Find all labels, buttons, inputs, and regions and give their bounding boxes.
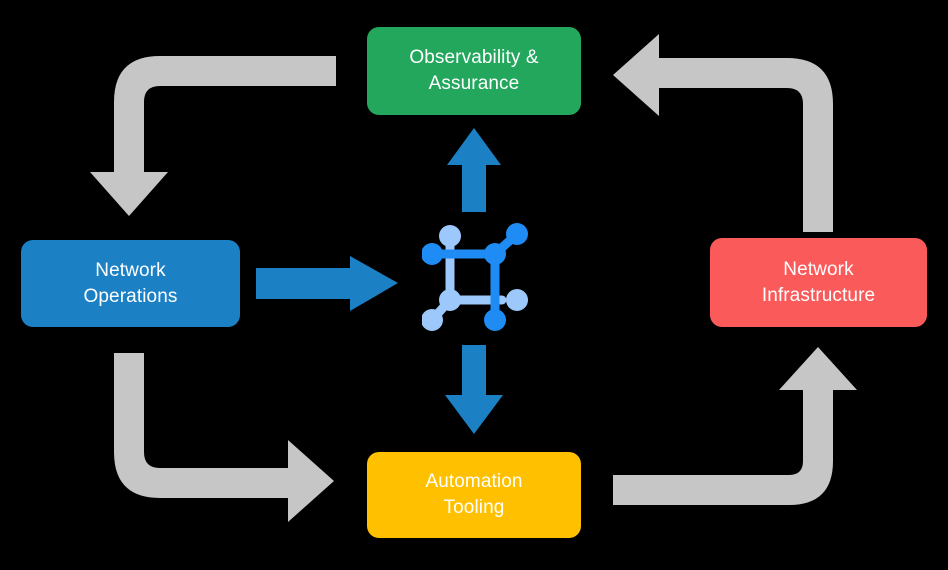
arrow-observability-to-operations (90, 56, 336, 216)
network-icon-dark-nodes (422, 223, 528, 331)
arrow-automation-to-infrastructure (613, 347, 857, 505)
node-network-operations[interactable]: Network Operations (21, 240, 240, 327)
node-network-infrastructure[interactable]: Network Infrastructure (710, 238, 927, 327)
node-label: Network Operations (83, 259, 178, 307)
arrow-center-to-automation (445, 345, 503, 434)
arrow-operations-to-center (256, 256, 398, 311)
node-label: Observability & Assurance (409, 47, 539, 94)
network-icon-light-nodes (422, 225, 528, 331)
arrow-center-to-observability (447, 128, 501, 212)
node-observability-assurance[interactable]: Observability & Assurance (367, 27, 581, 115)
node-label: Automation Tooling (425, 471, 523, 518)
network-topology-icon (422, 223, 528, 331)
node-automation-tooling[interactable]: Automation Tooling (367, 452, 581, 538)
node-label: Network Infrastructure (761, 258, 876, 306)
arrow-operations-to-automation (114, 353, 334, 522)
arrow-infrastructure-to-observability (613, 34, 833, 232)
